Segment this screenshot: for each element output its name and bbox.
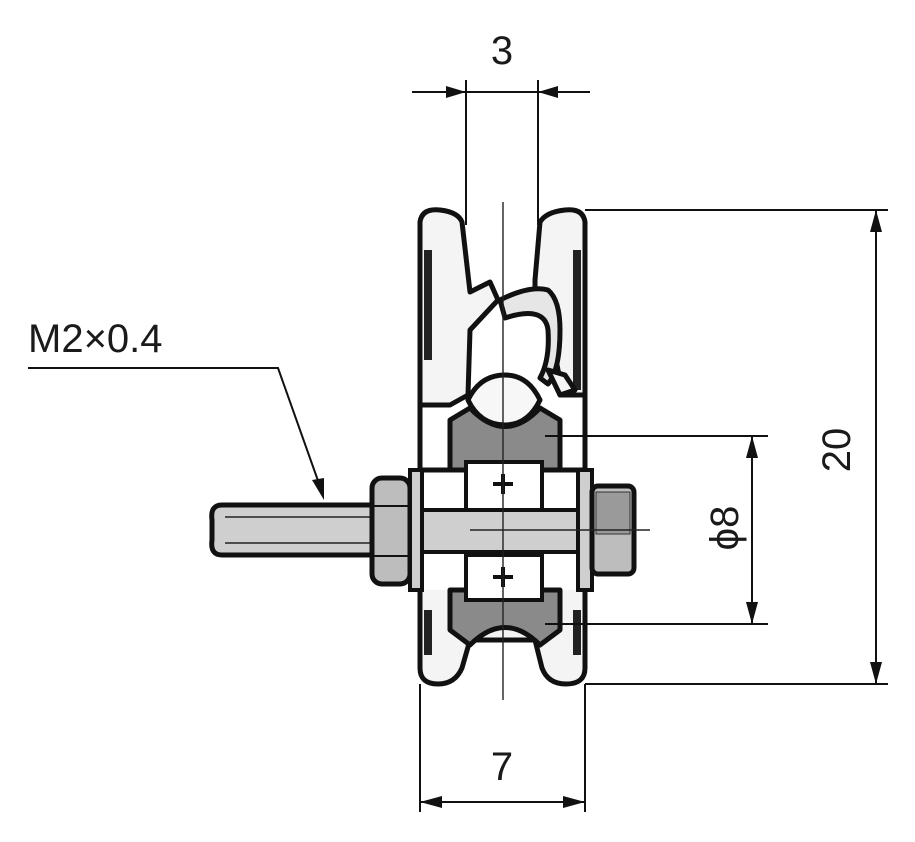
shaft [209,468,637,592]
bearing-upper [447,405,563,473]
thread-callout: M2×0.4 [28,317,324,500]
right-strip-lower [573,610,581,655]
groove-width-label: 3 [491,29,513,73]
outer-diameter-label: 20 [815,428,859,473]
threaded-end [209,502,375,558]
knurled-region [595,491,631,535]
bearing-diameter-label: ϕ8 [703,506,747,551]
left-strip-upper [424,250,432,360]
left-strip-lower [424,610,432,655]
hex-nut-left [369,475,413,587]
dimension-outer-diameter: 20 [585,209,888,685]
thread-spec-label: M2×0.4 [28,317,163,361]
dimension-overall-width: 7 [419,684,586,812]
clip-tip [545,367,578,398]
right-strip-upper [573,250,581,390]
shaft-body [420,508,594,554]
left-flange-upper [417,207,501,408]
bearing-lower [447,587,563,648]
dimension-groove-width: 3 [412,29,590,225]
dimension-bearing-diameter: ϕ8 [545,435,768,625]
race-upper [464,460,544,512]
overall-width-label: 7 [491,745,513,789]
